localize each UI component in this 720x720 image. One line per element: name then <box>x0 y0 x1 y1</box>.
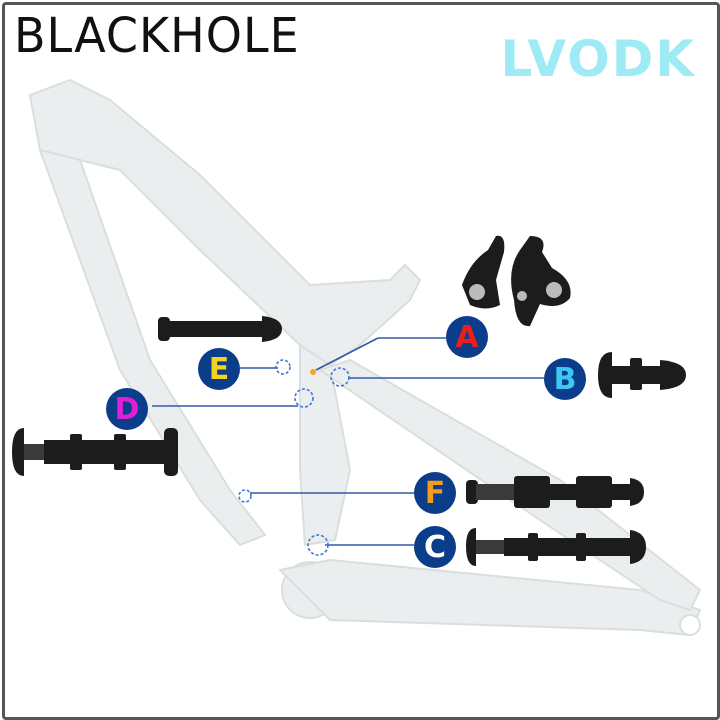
leader-line-a <box>315 337 379 371</box>
leader-lines <box>152 337 544 546</box>
pivot-markers <box>238 359 350 556</box>
axle-d <box>12 428 178 476</box>
pivot-marker-f <box>238 489 252 503</box>
label-badge-c: C <box>414 526 456 568</box>
pivot-marker-c <box>307 534 329 556</box>
bolt-b <box>598 352 686 398</box>
label-badge-e: E <box>198 348 240 390</box>
lvodk-logo: LVODK <box>500 30 696 88</box>
pivot-marker-a <box>310 369 316 375</box>
label-badge-a: A <box>446 316 488 358</box>
hardware-parts <box>12 235 686 566</box>
rocker-links <box>462 235 571 327</box>
label-badge-f: F <box>414 472 456 514</box>
axle-f <box>466 476 644 508</box>
bolt-e <box>158 316 282 342</box>
pivot-marker-d <box>294 388 314 408</box>
pivot-marker-b <box>330 367 350 387</box>
brand-title: BLACKHOLE <box>14 6 300 64</box>
axle-c <box>466 528 646 566</box>
pivot-marker-e <box>275 359 291 375</box>
label-badge-d: D <box>106 388 148 430</box>
bike-frame <box>29 79 701 636</box>
label-badge-b: B <box>544 358 586 400</box>
